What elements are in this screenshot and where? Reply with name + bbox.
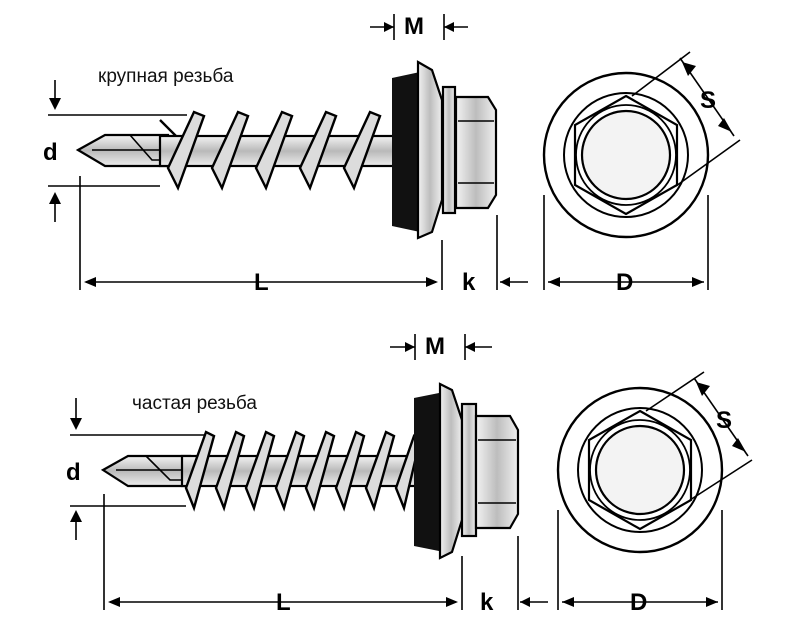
washer-steel-coarse bbox=[416, 60, 444, 240]
head-flange-coarse bbox=[441, 85, 457, 215]
label-L-coarse: L bbox=[254, 269, 269, 296]
dim-M-fine: M bbox=[390, 333, 492, 360]
label-M-coarse: M bbox=[404, 13, 424, 40]
label-k-fine: k bbox=[480, 589, 494, 616]
dim-L-fine: L bbox=[103, 494, 463, 616]
dim-L-coarse: L bbox=[79, 176, 443, 296]
dim-M-coarse: M bbox=[370, 13, 468, 40]
dim-d-coarse: d bbox=[43, 80, 187, 222]
top-view-fine: S bbox=[556, 371, 753, 554]
head-flange-fine bbox=[460, 402, 478, 538]
dim-k-fine: k bbox=[480, 536, 548, 616]
label-k-coarse: k bbox=[462, 269, 476, 296]
hex-head-fine bbox=[474, 414, 520, 530]
label-S-coarse: S bbox=[700, 87, 716, 114]
washer-rubber-coarse bbox=[392, 72, 420, 232]
drill-tip-fine bbox=[100, 454, 192, 488]
caption-coarse: крупная резьба bbox=[98, 66, 234, 87]
label-d-coarse: d bbox=[43, 139, 58, 166]
dim-D-coarse: D bbox=[543, 195, 709, 296]
thread-fine bbox=[184, 430, 422, 512]
screw-fine: частая резьба d bbox=[66, 333, 753, 616]
caption-fine: частая резьба bbox=[132, 393, 257, 414]
top-view-coarse: S bbox=[542, 51, 741, 239]
label-D-coarse: D bbox=[616, 269, 633, 296]
dim-d-fine: d bbox=[66, 398, 210, 540]
label-d-fine: d bbox=[66, 459, 81, 486]
dim-D-fine: D bbox=[557, 510, 723, 616]
label-L-fine: L bbox=[276, 589, 291, 616]
hex-head-coarse bbox=[454, 95, 498, 210]
label-S-fine: S bbox=[716, 407, 732, 434]
dim-k-coarse: k bbox=[462, 215, 528, 296]
washer-steel-fine bbox=[438, 382, 464, 560]
washer-rubber-fine bbox=[414, 392, 444, 552]
label-M-fine: M bbox=[425, 333, 445, 360]
label-D-fine: D bbox=[630, 589, 647, 616]
screw-coarse: крупная резьба d bbox=[43, 13, 741, 296]
thread-coarse bbox=[159, 110, 382, 192]
